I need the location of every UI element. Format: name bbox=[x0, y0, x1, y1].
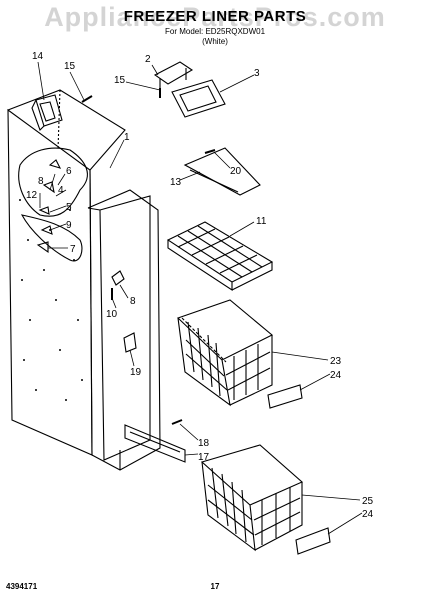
freezer-liner-part bbox=[7, 89, 161, 471]
watermark: AppliancePartsPros.com bbox=[44, 2, 386, 32]
callout-3: 3 bbox=[254, 68, 260, 79]
callout-17: 17 bbox=[198, 452, 210, 463]
callout-10: 10 bbox=[106, 309, 118, 320]
screw-part-15a bbox=[81, 95, 93, 103]
rail-part-17 bbox=[124, 424, 186, 463]
basket-front-part-24a bbox=[267, 384, 303, 409]
screw-part-18 bbox=[171, 419, 183, 425]
callout-9: 9 bbox=[66, 220, 72, 231]
callout-23: 23 bbox=[330, 356, 342, 367]
callout-25: 25 bbox=[362, 496, 374, 507]
part-6 bbox=[48, 159, 62, 169]
document-number: 4394171 bbox=[6, 582, 38, 591]
callout-2: 2 bbox=[145, 54, 151, 65]
callout-15: 15 bbox=[64, 61, 76, 72]
basket-front-part-24b bbox=[295, 527, 331, 555]
part-4 bbox=[42, 181, 55, 194]
model-subtitle: For Model: ED25RQXDW01 bbox=[164, 27, 266, 36]
callout-14: 14 bbox=[32, 51, 44, 62]
basket-part-25 bbox=[200, 444, 304, 552]
part-7 bbox=[36, 241, 49, 254]
callout-15-b: 15 bbox=[114, 75, 126, 86]
part-5 bbox=[38, 206, 50, 215]
clip-part-8b bbox=[111, 270, 125, 286]
callout-1: 1 bbox=[124, 132, 130, 143]
callout-7: 7 bbox=[70, 244, 76, 255]
callout-11: 11 bbox=[256, 216, 267, 227]
color-subtitle: (White) bbox=[202, 37, 228, 46]
callout-8: 8 bbox=[38, 176, 44, 187]
callout-18: 18 bbox=[198, 438, 210, 449]
callout-6: 6 bbox=[66, 166, 72, 177]
frame-part-3 bbox=[171, 79, 226, 118]
bracket-part-14 bbox=[31, 94, 63, 131]
page-title: FREEZER LINER PARTS bbox=[123, 8, 307, 25]
screw-part-20 bbox=[204, 149, 216, 154]
callout-24: 24 bbox=[330, 370, 342, 381]
wire-shelf-part-11 bbox=[166, 221, 274, 292]
part-19 bbox=[123, 332, 137, 353]
callout-24-b: 24 bbox=[362, 509, 374, 520]
callout-8-b: 8 bbox=[130, 296, 136, 307]
basket-part-23 bbox=[176, 299, 273, 407]
callout-13: 13 bbox=[170, 177, 182, 188]
callout-5: 5 bbox=[66, 202, 72, 213]
callout-4: 4 bbox=[58, 185, 64, 196]
callout-20: 20 bbox=[230, 166, 242, 177]
callout-19: 19 bbox=[130, 367, 142, 378]
shelf-support-part-13 bbox=[183, 147, 261, 196]
callout-12: 12 bbox=[26, 190, 38, 201]
page-number: 17 bbox=[210, 582, 220, 591]
